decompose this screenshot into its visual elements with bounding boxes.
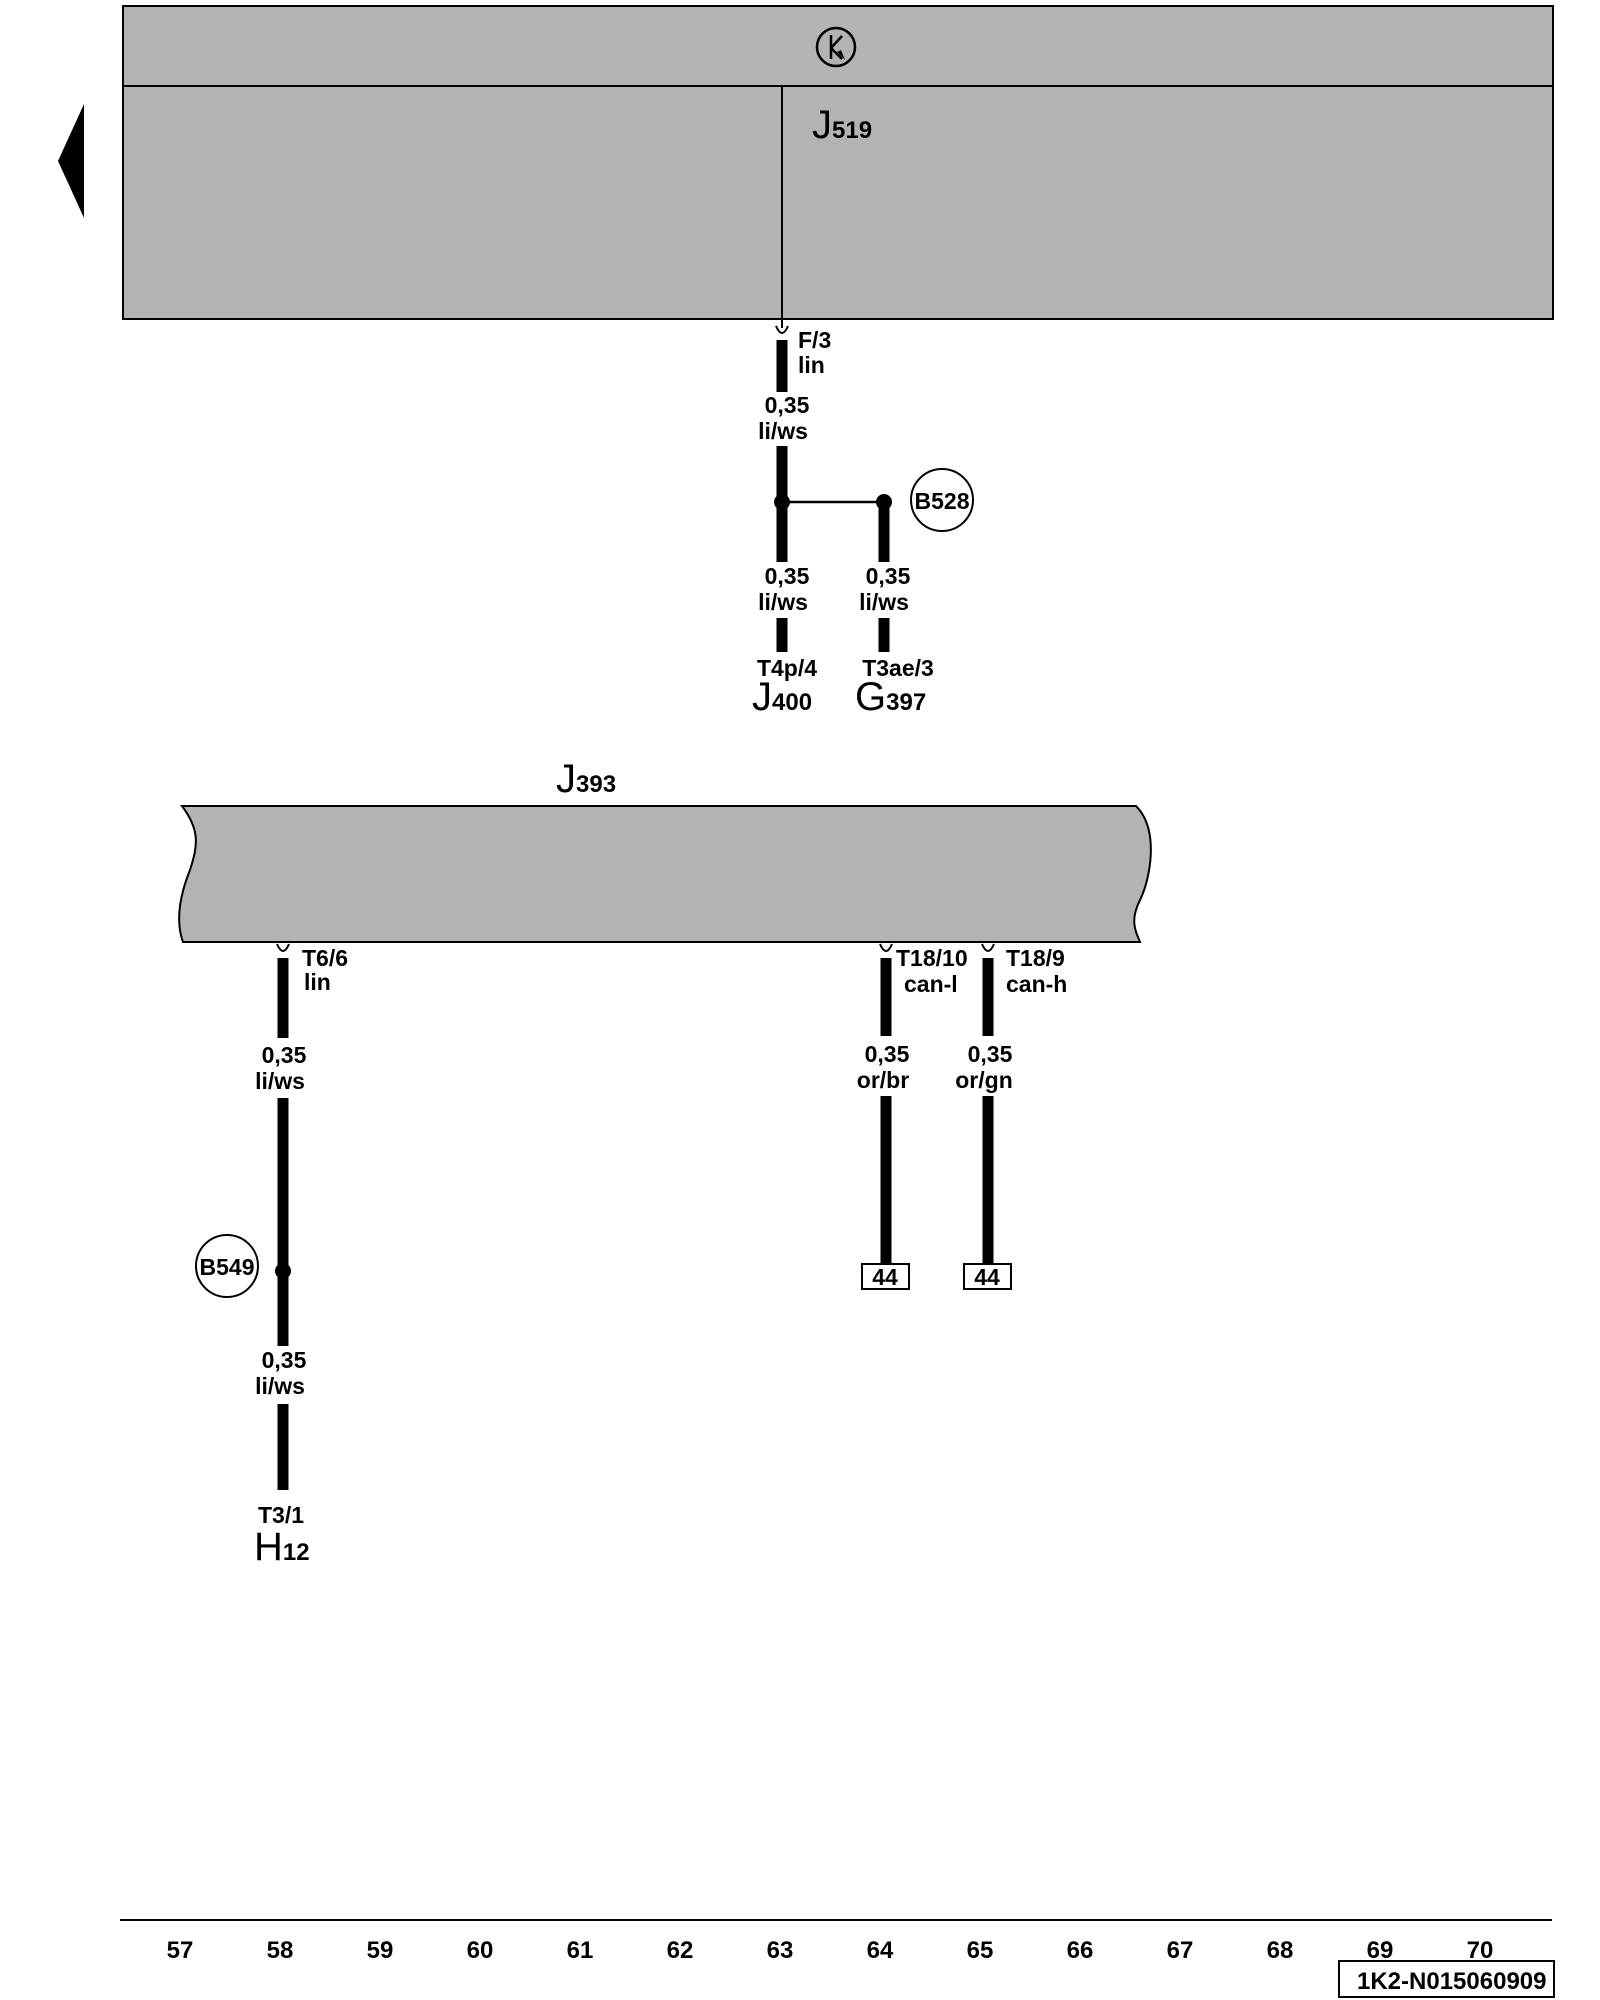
ref-box-can-l[interactable] — [861, 1263, 910, 1290]
pin-t6-6-label: T6/6 — [302, 945, 348, 971]
grid-number: 69 — [1367, 1937, 1394, 1964]
grid-number: 57 — [167, 1937, 194, 1964]
j519-module-body — [122, 85, 1554, 320]
doc-id-box — [1338, 1960, 1555, 1998]
wire-5-size: 0,35 — [262, 1347, 307, 1373]
grid-number: 64 — [867, 1937, 894, 1964]
grid-number: 63 — [767, 1937, 794, 1964]
splice-b549-marker — [195, 1234, 259, 1298]
j393-label: J393 — [556, 757, 616, 801]
wire-3-color: li/ws — [859, 589, 909, 615]
k-symbol-icon — [815, 26, 857, 68]
grid-number: 68 — [1267, 1937, 1294, 1964]
component-j400-label: J400 — [752, 675, 812, 719]
pin-t18-9-connector — [981, 943, 995, 952]
wire-5-color: li/ws — [255, 1373, 305, 1399]
wire-2-color: li/ws — [758, 589, 808, 615]
grid-number: 70 — [1467, 1937, 1494, 1964]
grid-number: 67 — [1167, 1937, 1194, 1964]
grid-number: 62 — [667, 1937, 694, 1964]
ref-box-can-h[interactable] — [963, 1263, 1012, 1290]
grid-number: 61 — [567, 1937, 594, 1964]
ref-can-h-label[interactable]: 44 — [974, 1264, 1000, 1290]
splice-b528-marker — [910, 468, 974, 532]
component-g397-label: G397 — [855, 675, 926, 719]
j519-header-strip — [122, 5, 1554, 87]
grid-number: 58 — [267, 1937, 294, 1964]
pin-t18-10-label: T18/10 — [896, 945, 968, 971]
grid-number: 59 — [367, 1937, 394, 1964]
wire-7-size: 0,35 — [968, 1041, 1013, 1067]
wire-1-color: li/ws — [758, 418, 808, 444]
pin-t18-9-label: T18/9 — [1006, 945, 1065, 971]
wire-4-color: li/ws — [255, 1068, 305, 1094]
pin-t18-10-signal: can-l — [904, 971, 958, 997]
pin-t18-10-connector — [879, 943, 893, 952]
pin-t18-9-signal: can-h — [1006, 971, 1067, 997]
j519-label: J519 — [812, 103, 872, 147]
pin-f3-label: F/3 — [798, 327, 831, 353]
pin-t6-6-signal: lin — [304, 969, 331, 995]
j393-module-body — [178, 805, 1152, 943]
wire-2-size: 0,35 — [765, 563, 810, 589]
wire-4-size: 0,35 — [262, 1042, 307, 1068]
component-h12-label: H12 — [254, 1525, 310, 1569]
pin-f3-connector — [775, 325, 789, 334]
pin-t3-1-label: T3/1 — [258, 1502, 304, 1528]
arrow-left-icon[interactable] — [58, 104, 84, 218]
wire-3-size: 0,35 — [866, 563, 911, 589]
wire-6-color: or/br — [857, 1067, 909, 1093]
pin-t3ae3-label: T3ae/3 — [862, 655, 934, 681]
splice-b549-label: B549 — [200, 1254, 255, 1280]
wire-6-size: 0,35 — [865, 1041, 910, 1067]
pin-t6-6-connector — [276, 943, 290, 952]
wire-1-size: 0,35 — [765, 392, 810, 418]
grid-number: 65 — [967, 1937, 994, 1964]
doc-id-label: 1K2-N015060909 — [1357, 1968, 1546, 1995]
grid-number: 66 — [1067, 1937, 1094, 1964]
grid-number: 60 — [467, 1937, 494, 1964]
ref-can-l-label[interactable]: 44 — [872, 1264, 898, 1290]
pin-t4p4-label: T4p/4 — [757, 655, 817, 681]
pin-f3-signal: lin — [798, 352, 825, 378]
wire-7-color: or/gn — [955, 1067, 1013, 1093]
grid-numbers: 57 58 59 60 61 62 63 64 65 66 67 68 69 70 — [167, 1937, 1494, 1964]
splice-b528-label: B528 — [915, 488, 970, 514]
splice-b549-dot — [275, 1263, 291, 1279]
